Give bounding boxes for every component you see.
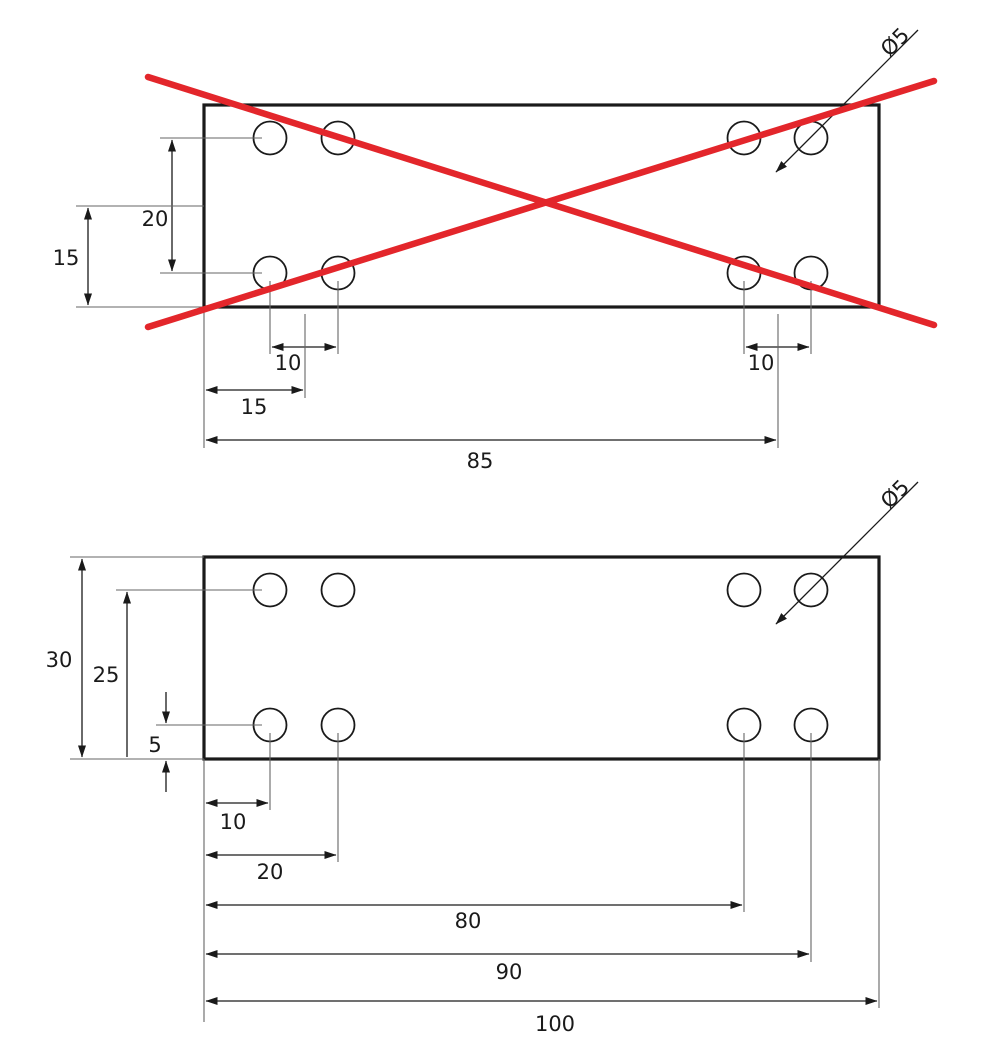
bottom-plate-outline	[202, 555, 881, 761]
bottom-diameter-leader	[775, 481, 919, 625]
top-dim-15-horizontal: 15	[241, 395, 268, 419]
top-dim-85: 85	[467, 449, 494, 473]
top-dim-20: 20	[142, 207, 169, 231]
top-diameter-leader	[775, 29, 919, 173]
strike-line	[144, 77, 938, 331]
bottom-hole	[726, 572, 762, 608]
bottom-dim-25: 25	[93, 663, 120, 687]
top-dim-10-right: 10	[748, 351, 775, 375]
bottom-dim-90: 90	[496, 960, 523, 984]
top-dim-15-vertical: 15	[53, 246, 80, 270]
top-dim-10-left: 10	[275, 351, 302, 375]
bottom-diameter-label: Ø5	[876, 475, 914, 513]
bottom-dim-10: 10	[220, 810, 247, 834]
bottom-view: Ø5 30 25 5 10 20 80 90	[46, 475, 919, 1036]
bottom-dim-30: 30	[46, 648, 73, 672]
bottom-dim-20: 20	[257, 860, 284, 884]
top-diameter-label: Ø5	[876, 23, 914, 61]
bottom-dim-100: 100	[535, 1012, 575, 1036]
bottom-dim-5: 5	[148, 733, 161, 757]
bottom-hole	[793, 572, 829, 608]
bottom-hole	[320, 572, 356, 608]
top-view: Ø5 20 15 10 10 15 85	[53, 23, 938, 473]
bottom-dim-80: 80	[455, 909, 482, 933]
